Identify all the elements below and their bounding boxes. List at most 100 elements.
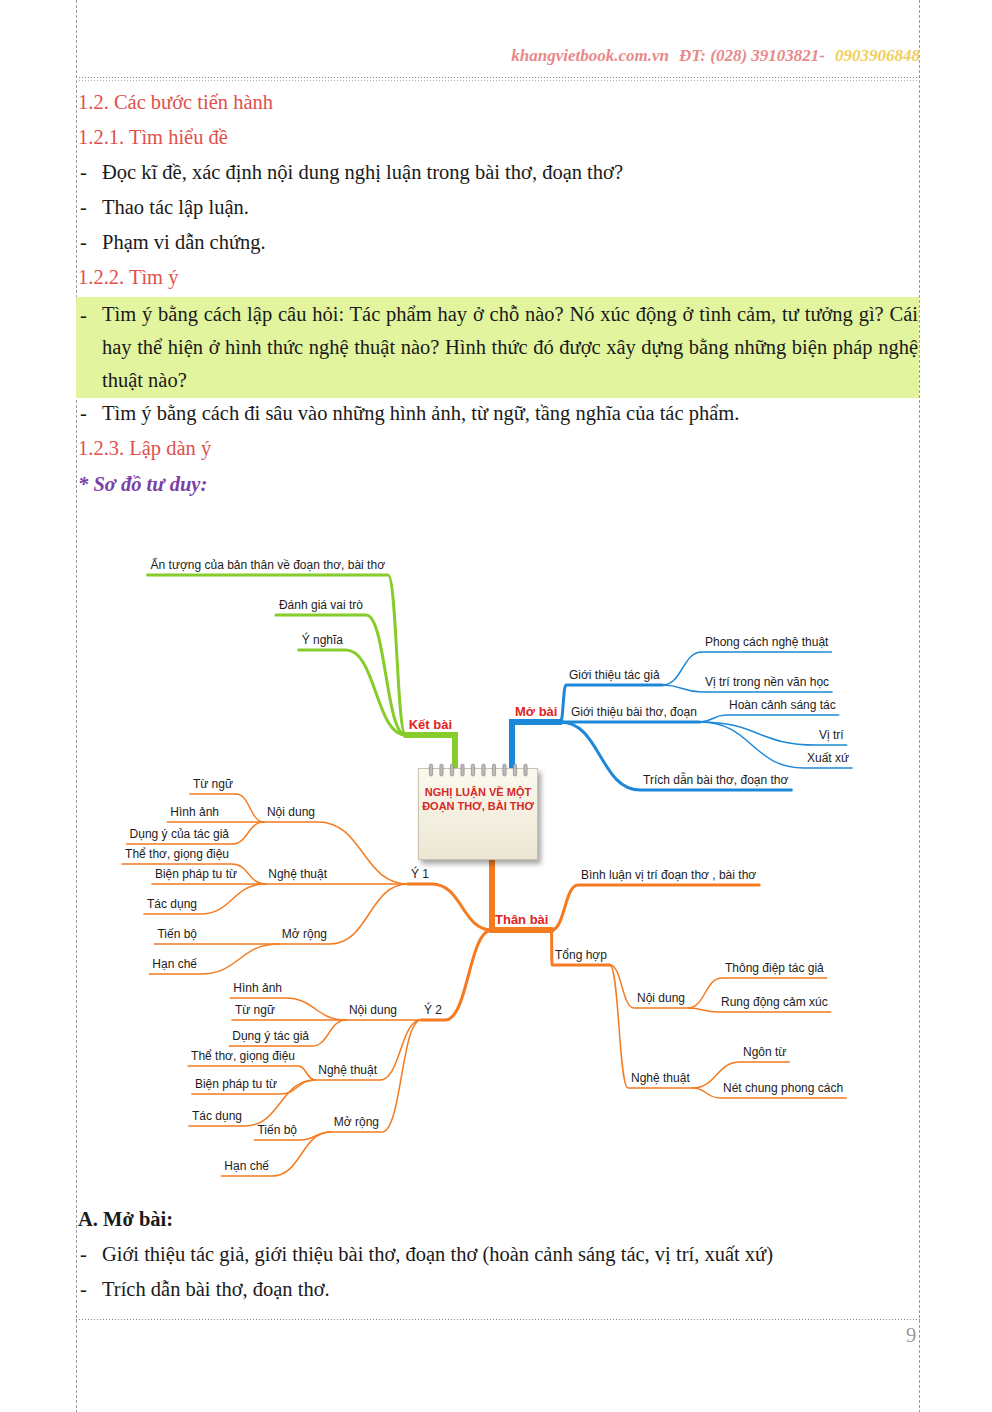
topic-label: Thể thơ, giọng điệu	[188, 1048, 298, 1066]
central-topic: NGHỊ LUẬN VỀ MỘT ĐOẠN THƠ, BÀI THƠ	[418, 768, 538, 860]
topic-label: Biện pháp tu từ	[192, 1076, 280, 1094]
topic-label: Nghệ thuật	[315, 1062, 380, 1080]
node-text: Mở bài	[515, 704, 557, 719]
bullet-dash: -	[80, 160, 87, 184]
mindmap-branch	[700, 722, 852, 768]
body-text: Trích dẫn bài thơ, đoạn thơ.	[102, 1277, 330, 1301]
node-text: Thông điệp tác giả	[725, 961, 824, 975]
node-text: Mở rộng	[282, 927, 327, 941]
header-text: 0903906848	[835, 46, 920, 66]
node-text: Giới thiệu bài thơ, đoạn	[571, 705, 697, 719]
frame-line	[76, 0, 77, 1412]
mindmap-branch	[551, 885, 759, 930]
node-text: Thể thơ, giọng điệu	[125, 847, 229, 861]
topic-label: Tiến bộ	[154, 926, 200, 944]
node-text: Hoàn cảnh sáng tác	[729, 698, 836, 712]
mindmap-branch	[229, 1020, 346, 1046]
mindmap-branch	[152, 883, 265, 885]
topic-label: Ý nghĩa	[299, 632, 346, 650]
node-text: Dụng ý tác giả	[232, 1029, 309, 1043]
body-text: Đọc kĩ đề, xác định nội dung nghị luận t…	[102, 160, 623, 184]
topic-label: Vị trí trong nền văn học	[702, 674, 832, 692]
node-text: Biện pháp tu từ	[155, 867, 237, 881]
topic-label: Dụng ý tác giả	[229, 1028, 312, 1046]
mindmap-branch	[512, 722, 560, 768]
node-text: Vị trí	[819, 728, 844, 742]
topic-label: Nội dung	[346, 1002, 400, 1020]
mindmap-branch	[167, 821, 264, 823]
body-text: Giới thiệu tác giả, giới thiệu bài thơ, …	[102, 1242, 773, 1266]
node-text: Giới thiệu tác giả	[569, 668, 660, 682]
mindmap-branch	[276, 615, 406, 735]
topic-label: Nét chung phong cách	[720, 1080, 846, 1098]
mindmap-branch	[560, 722, 791, 790]
topic-label: Ý 1	[408, 866, 432, 884]
node-text: Thể thơ, giọng điệu	[191, 1049, 295, 1063]
topic-label: Xuất xứ	[804, 750, 852, 768]
node-text: Từ ngữ	[235, 1003, 275, 1017]
part-heading: A. Mở bài:	[78, 1207, 173, 1231]
node-text: NGHỊ LUẬN VỀ MỘT ĐOẠN THƠ, BÀI THƠ	[422, 786, 534, 812]
node-text: Ý 1	[411, 867, 429, 881]
topic-label: Nội dung	[634, 990, 688, 1008]
sub-heading: * Sơ đồ tư duy:	[78, 472, 207, 496]
topic-label: Rung động cảm xúc	[718, 994, 831, 1012]
topic-label: Bình luận vị trí đoạn thơ , bài thơ	[578, 867, 759, 885]
node-text: Xuất xứ	[807, 751, 849, 765]
node-text: Tác dụng	[147, 897, 197, 911]
frame-line	[76, 80, 920, 81]
topic-label: Hình ảnh	[230, 980, 285, 998]
node-text: Trích dẫn bài thơ, đoạn thơ	[643, 773, 788, 787]
node-text: Nghệ thuật	[318, 1063, 377, 1077]
mindmap-branch	[610, 965, 693, 1088]
node-text: Nội dung	[267, 805, 315, 819]
body-paragraph: Tìm ý bằng cách lập câu hỏi: Tác phẩm ha…	[102, 298, 918, 397]
topic-label: Mở rộng	[279, 926, 330, 944]
topic-label: Giới thiệu bài thơ, đoạn	[568, 704, 700, 722]
node-text: Phong cách nghệ thuật	[705, 635, 828, 649]
body-text: Phạm vi dẫn chứng.	[102, 230, 266, 254]
mindmap-branch	[406, 735, 455, 768]
topic-label: Tổng hợp	[552, 947, 610, 965]
topic-label: Biện pháp tu từ	[152, 866, 240, 884]
mindmap-branch	[149, 944, 278, 974]
node-text: Hình ảnh	[233, 981, 282, 995]
node-text: Tác dụng	[192, 1109, 242, 1123]
topic-label: Tác dụng	[144, 896, 200, 914]
node-text: Dụng ý của tác giả	[130, 827, 229, 841]
node-text: Tổng hợp	[555, 948, 607, 962]
topic-label: Từ ngữ	[232, 1002, 278, 1020]
topic-label: Ý 2	[421, 1002, 445, 1020]
topic-label: Đánh giá vai trò	[276, 597, 366, 615]
mindmap-branch	[232, 1019, 346, 1021]
mindmap-branch	[610, 965, 688, 1008]
node-text: Hình ảnh	[170, 805, 219, 819]
mindmap-branch	[421, 930, 492, 1020]
frame-line	[919, 0, 920, 1412]
mindmap-branch	[299, 650, 406, 735]
body-text: Thao tác lập luận.	[102, 195, 249, 219]
topic-label: Hoàn cảnh sáng tác	[726, 697, 839, 715]
node-text: Rung động cảm xúc	[721, 995, 828, 1009]
section-heading: 1.2.1. Tìm hiểu đề	[78, 125, 228, 149]
topic-label: Hình ảnh	[167, 804, 222, 822]
bullet-dash: -	[80, 1277, 87, 1301]
frame-line	[76, 77, 920, 78]
topic-label: Hạn chế	[221, 1158, 272, 1176]
branch-label: Kết bài	[406, 716, 455, 735]
topic-label: Nội dung	[264, 804, 318, 822]
node-text: Nét chung phong cách	[723, 1081, 843, 1095]
mindmap-branch	[408, 884, 492, 930]
topic-label: Từ ngữ	[190, 776, 236, 794]
bullet-dash: -	[80, 401, 87, 425]
mindmap-branch	[144, 884, 265, 914]
mindmap-branch	[264, 822, 408, 884]
notepad-rings	[419, 763, 537, 779]
node-text: Ý nghĩa	[302, 633, 343, 647]
topic-label: Mở rộng	[331, 1114, 382, 1132]
topic-label: Thông điệp tác giả	[722, 960, 827, 978]
mindmap-branch	[221, 1132, 330, 1176]
topic-label: Vị trí	[816, 727, 847, 745]
node-text: Thân bài	[495, 912, 548, 927]
